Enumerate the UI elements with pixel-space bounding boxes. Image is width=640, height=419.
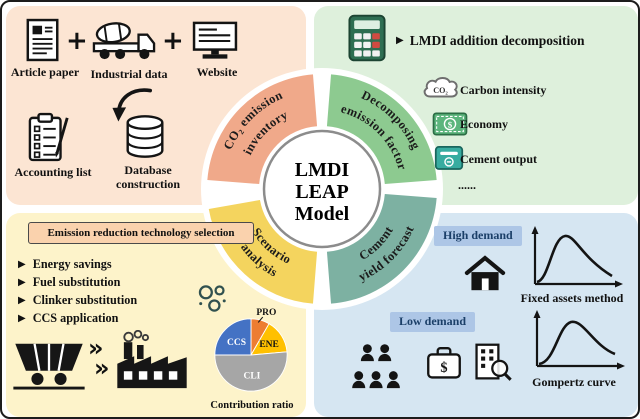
money-dollar-text: $	[440, 360, 447, 376]
chevrons-icon: »	[94, 354, 110, 382]
fixed-assets-curve	[536, 234, 613, 284]
bullet-row-energy-savings: ▶ Energy savings	[18, 257, 112, 272]
banknote-icon: $	[432, 112, 468, 136]
house-icon	[464, 254, 506, 292]
building-search-icon	[472, 342, 512, 382]
bullet-row-clinker-substitution: ▶ Clinker substitution	[18, 293, 137, 308]
cement-output-label: Cement output	[460, 152, 537, 166]
gompertz-caption: Gompertz curve	[532, 375, 616, 389]
accounting-list-label: Accounting list	[14, 165, 92, 179]
center-rosette: CO₂ emission inventory Decomposing emiss…	[201, 68, 443, 310]
fixed-assets-caption: Fixed assets method	[520, 291, 624, 305]
low-demand-badge: Low demand	[390, 312, 476, 332]
center-circle	[262, 129, 382, 249]
website-label: Website	[196, 65, 238, 79]
center-title-line1: LMDI	[295, 159, 350, 181]
lmdi-heading-row: ▶ LMDI addition decomposition	[396, 33, 584, 49]
arrow-bullet-icon: ▶	[18, 312, 26, 324]
cloud-co2-icon: CO₂	[420, 74, 462, 101]
pie-label-cli: CLI	[243, 372, 260, 382]
mine-cart-icon	[12, 338, 86, 390]
database-construction-label: Database construction	[116, 163, 180, 191]
factory-icon	[114, 329, 190, 390]
accounting-clipboard-icon	[28, 112, 72, 162]
calculator-icon	[348, 14, 386, 62]
money-bag-icon: $	[426, 346, 462, 380]
pie-label-pro: PRO	[256, 308, 276, 318]
plus-sign: +	[66, 26, 88, 56]
arrow-bullet-icon: ▶	[396, 35, 404, 46]
pie-pro-leader-line	[257, 316, 264, 323]
arrow-bullet-icon: ▶	[18, 258, 26, 270]
pie-slice-cli	[214, 351, 288, 392]
clinker-substitution-label: Clinker substitution	[32, 293, 138, 307]
contribution-pie-chart: PRO CCS ENE CLI	[214, 308, 288, 392]
bullet-row-fuel-substitution: ▶ Fuel substitution	[18, 275, 120, 290]
article-paper-icon	[24, 17, 62, 63]
gompertz-chart	[533, 310, 625, 370]
center-title-line2: LEAP	[295, 181, 348, 203]
economy-label: Economy	[460, 117, 508, 131]
chevrons-icon: »	[88, 334, 104, 362]
energy-savings-label: Energy savings	[32, 257, 112, 271]
ccs-application-label: CCS application	[32, 311, 119, 325]
mixer-truck-icon	[92, 19, 156, 61]
pie-label-ccs: CCS	[227, 338, 246, 348]
bullet-row-ccs-application: ▶ CCS application	[18, 311, 118, 326]
database-icon	[120, 112, 170, 162]
high-demand-badge: High demand	[434, 226, 522, 246]
fuel-substitution-label: Fuel substitution	[32, 275, 121, 289]
article-paper-label: Article paper	[10, 65, 80, 79]
cloud-co2-text: CO₂	[433, 86, 448, 95]
center-title-line3: Model	[295, 203, 350, 225]
gompertz-curve	[538, 320, 616, 366]
arc-co2-emission-inventory	[207, 74, 318, 185]
carbon-intensity-label: Carbon intensity	[460, 83, 547, 97]
arc-cement-yield-forecast	[326, 193, 437, 304]
technology-selection-title: Emission reduction technology selection	[28, 222, 254, 245]
arrow-bullet-icon: ▶	[18, 294, 26, 306]
banknote-dollar-text: $	[448, 120, 453, 130]
plus-sign: +	[162, 26, 184, 56]
cement-output-icon	[434, 144, 464, 171]
website-monitor-icon	[192, 21, 238, 61]
pie-slice-ccs	[214, 318, 252, 356]
people-group-icon	[350, 340, 404, 390]
pie-label-ene: ENE	[259, 340, 279, 350]
industrial-data-label: Industrial data	[90, 67, 168, 81]
pie-caption: Contribution ratio	[210, 400, 294, 411]
fixed-assets-chart	[531, 226, 623, 288]
arrow-bullet-icon: ▶	[18, 276, 26, 288]
lmdi-heading: LMDI addition decomposition	[409, 33, 585, 48]
co2-bubbles-icon	[196, 282, 228, 314]
curved-arrow-icon	[108, 86, 156, 126]
ellipsis-text: ......	[458, 178, 476, 192]
arc-decomposing-emission-factor	[326, 74, 437, 185]
